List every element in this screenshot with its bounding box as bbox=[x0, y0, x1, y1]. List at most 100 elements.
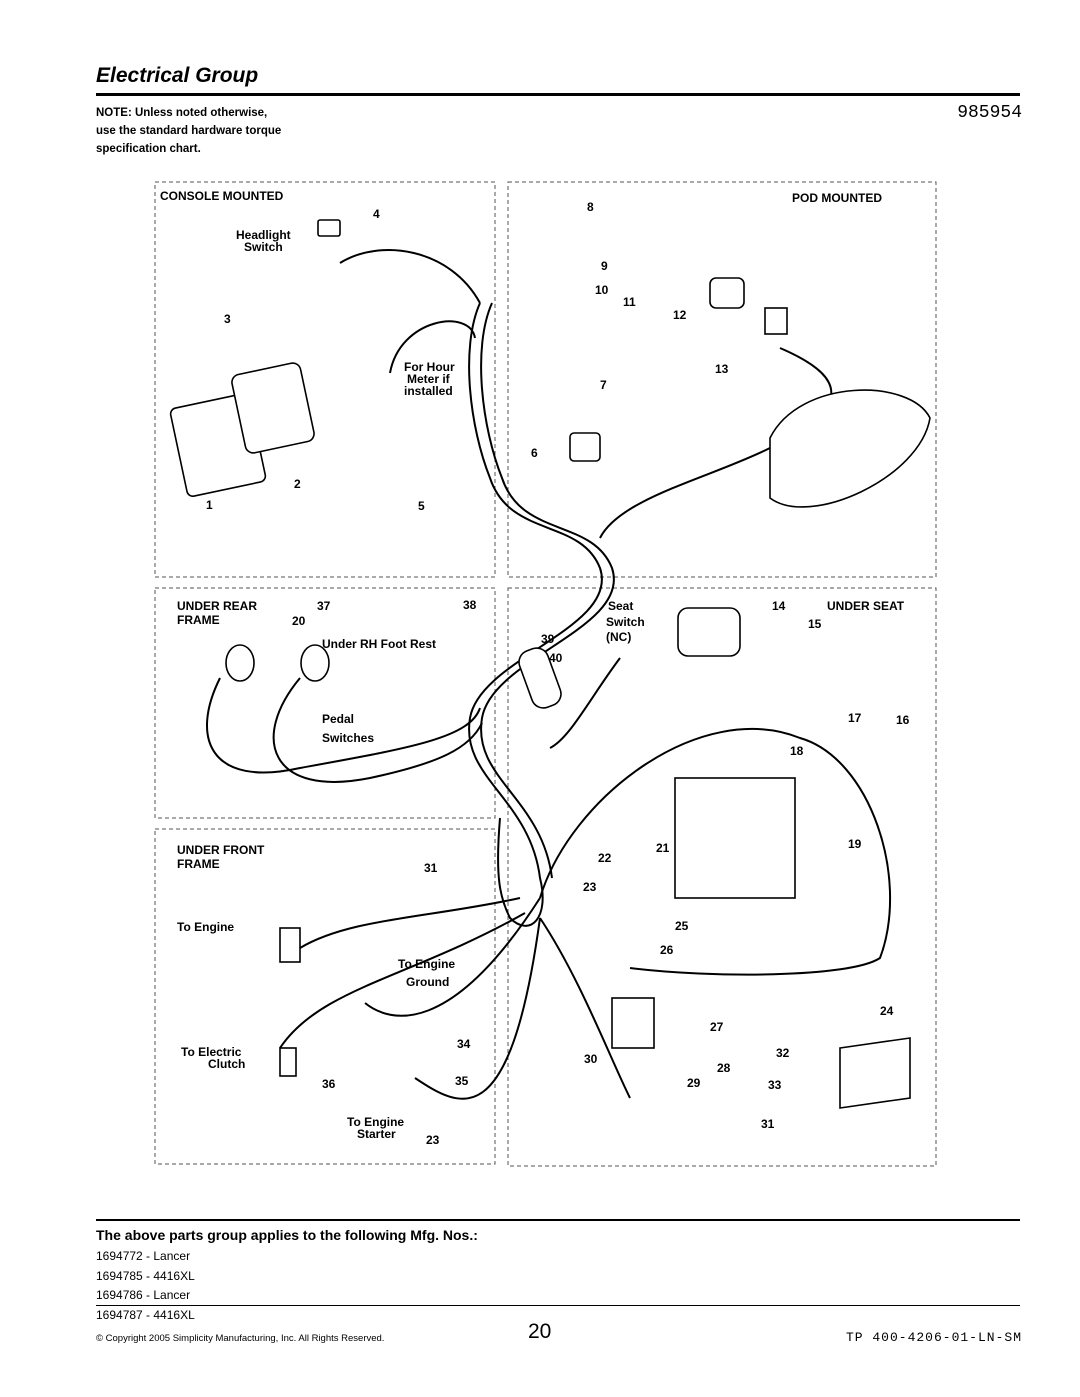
applies-heading: The above parts group applies to the fol… bbox=[96, 1227, 478, 1243]
callout-30: 30 bbox=[584, 1052, 598, 1066]
callout-6: 6 bbox=[531, 446, 538, 460]
callout-25: 25 bbox=[675, 919, 689, 933]
callout-31: 31 bbox=[424, 861, 438, 875]
front-connector-shape bbox=[279, 927, 301, 963]
part-number: 985954 bbox=[957, 103, 1022, 123]
callout-16: 16 bbox=[896, 713, 910, 727]
note-line: NOTE: Unless noted otherwise, bbox=[96, 107, 268, 119]
callout-9: 9 bbox=[601, 259, 608, 273]
callout-15: 15 bbox=[808, 617, 822, 631]
seat-pan-shape bbox=[769, 389, 931, 508]
pto-switch-shape bbox=[569, 432, 601, 462]
callout-29: 29 bbox=[687, 1076, 701, 1090]
callout-2: 2 bbox=[294, 477, 301, 491]
torque-note: NOTE: Unless noted otherwise, use the st… bbox=[96, 104, 281, 158]
callout-38: 38 bbox=[463, 598, 477, 612]
under-front-frame-label: FRAME bbox=[177, 857, 220, 871]
main-harness bbox=[468, 302, 603, 927]
callout-23b: 23 bbox=[426, 1133, 440, 1147]
under-rear-label: UNDER REAR bbox=[177, 599, 257, 613]
hour-meter-label-1: For Hour bbox=[404, 360, 455, 374]
pedal-switch-shape bbox=[225, 644, 255, 682]
ground-wire bbox=[364, 897, 541, 1017]
note-line: use the standard hardware torque bbox=[96, 125, 282, 137]
callout-32: 32 bbox=[776, 1046, 790, 1060]
bottom-rule bbox=[96, 1305, 1020, 1306]
front-connector-wire bbox=[299, 897, 521, 949]
mfg-number-list: 1694772 - Lancer 1694785 - 4416XL 169478… bbox=[96, 1247, 195, 1325]
mfg-number: 1694786 - Lancer bbox=[96, 1288, 191, 1302]
electrical-parts-diagram: CONSOLE MOUNTED POD MOUNTED UNDER REAR F… bbox=[154, 181, 937, 1167]
hour-meter-wire bbox=[389, 320, 476, 374]
callout-10: 10 bbox=[595, 283, 609, 297]
callout-40: 40 bbox=[549, 651, 563, 665]
solenoid-wire bbox=[539, 917, 631, 1099]
solenoid-shape bbox=[611, 997, 655, 1049]
page-number: 20 bbox=[528, 1320, 552, 1343]
battery-wire bbox=[539, 727, 892, 976]
console-section-box bbox=[154, 181, 496, 578]
callout-23: 23 bbox=[583, 880, 597, 894]
headlight-label: Headlight bbox=[236, 228, 291, 242]
hour-meter-label-2: Meter if bbox=[407, 372, 451, 386]
callout-18: 18 bbox=[790, 744, 804, 758]
starter-wire bbox=[414, 917, 541, 1100]
nc-label: (NC) bbox=[606, 630, 631, 644]
to-engine-starter-label: To Engine bbox=[347, 1115, 404, 1129]
callout-33: 33 bbox=[768, 1078, 782, 1092]
callout-36: 36 bbox=[322, 1077, 336, 1091]
callout-8: 8 bbox=[587, 200, 594, 214]
document-code: TP 400-4206-01-LN-SM bbox=[845, 1330, 1022, 1345]
main-harness-outer bbox=[480, 302, 615, 879]
switches-label: Switches bbox=[322, 731, 374, 745]
under-seat-section-box bbox=[507, 587, 937, 1167]
pedal-label: Pedal bbox=[322, 712, 354, 726]
callout-11: 11 bbox=[623, 295, 636, 309]
callout-24: 24 bbox=[880, 1004, 894, 1018]
clutch-connector-shape bbox=[279, 1047, 297, 1077]
to-engine-label: To Engine bbox=[177, 920, 234, 934]
seat-switch-label: Switch bbox=[606, 615, 645, 629]
seat-switch-shape bbox=[677, 607, 741, 657]
title-rule bbox=[96, 93, 1020, 96]
hold-down-bracket-shape bbox=[839, 1037, 911, 1109]
callout-7: 7 bbox=[600, 378, 607, 392]
pod-mounted-label: POD MOUNTED bbox=[792, 191, 882, 205]
callout-1: 1 bbox=[206, 498, 213, 512]
callout-27: 27 bbox=[710, 1020, 724, 1034]
hour-meter-label-3: installed bbox=[404, 384, 453, 398]
callout-5: 5 bbox=[418, 499, 425, 513]
mfg-number: 1694772 - Lancer bbox=[96, 1249, 191, 1263]
battery-shape bbox=[674, 777, 796, 899]
callout-17: 17 bbox=[848, 711, 862, 725]
console-mounted-label: CONSOLE MOUNTED bbox=[160, 189, 284, 203]
callout-19: 19 bbox=[848, 837, 862, 851]
callout-4: 4 bbox=[373, 207, 380, 221]
callout-37: 37 bbox=[317, 599, 331, 613]
callout-21: 21 bbox=[656, 841, 670, 855]
mfg-number: 1694785 - 4416XL bbox=[96, 1268, 195, 1283]
callout-22: 22 bbox=[598, 851, 612, 865]
headlight-switch-shape bbox=[317, 219, 341, 237]
callout-12: 12 bbox=[673, 308, 687, 322]
ground-label: Ground bbox=[406, 975, 449, 989]
to-electric-label: To Electric bbox=[181, 1045, 242, 1059]
headlight-wire bbox=[339, 249, 481, 304]
callout-26: 26 bbox=[660, 943, 674, 957]
rear-pedal-wire bbox=[206, 677, 481, 774]
diode-shape bbox=[518, 647, 562, 709]
mfg-number: 1694787 - 4416XL bbox=[96, 1307, 195, 1322]
under-rear-frame-label: FRAME bbox=[177, 613, 220, 627]
page-title: Electrical Group bbox=[96, 64, 259, 87]
callout-13: 13 bbox=[715, 362, 729, 376]
to-engine-ground-label: To Engine bbox=[398, 957, 455, 971]
callout-39: 39 bbox=[541, 632, 555, 646]
under-rear-section-box bbox=[154, 587, 496, 819]
callout-3: 3 bbox=[224, 312, 231, 326]
clutch-label: Clutch bbox=[208, 1057, 245, 1071]
clutch-wire bbox=[279, 912, 526, 1049]
footer-rule bbox=[96, 1219, 1020, 1221]
seat-switch-wire bbox=[549, 657, 621, 749]
rear-pedal-wire-2 bbox=[272, 677, 483, 783]
headlight-switch-label: Switch bbox=[244, 240, 283, 254]
